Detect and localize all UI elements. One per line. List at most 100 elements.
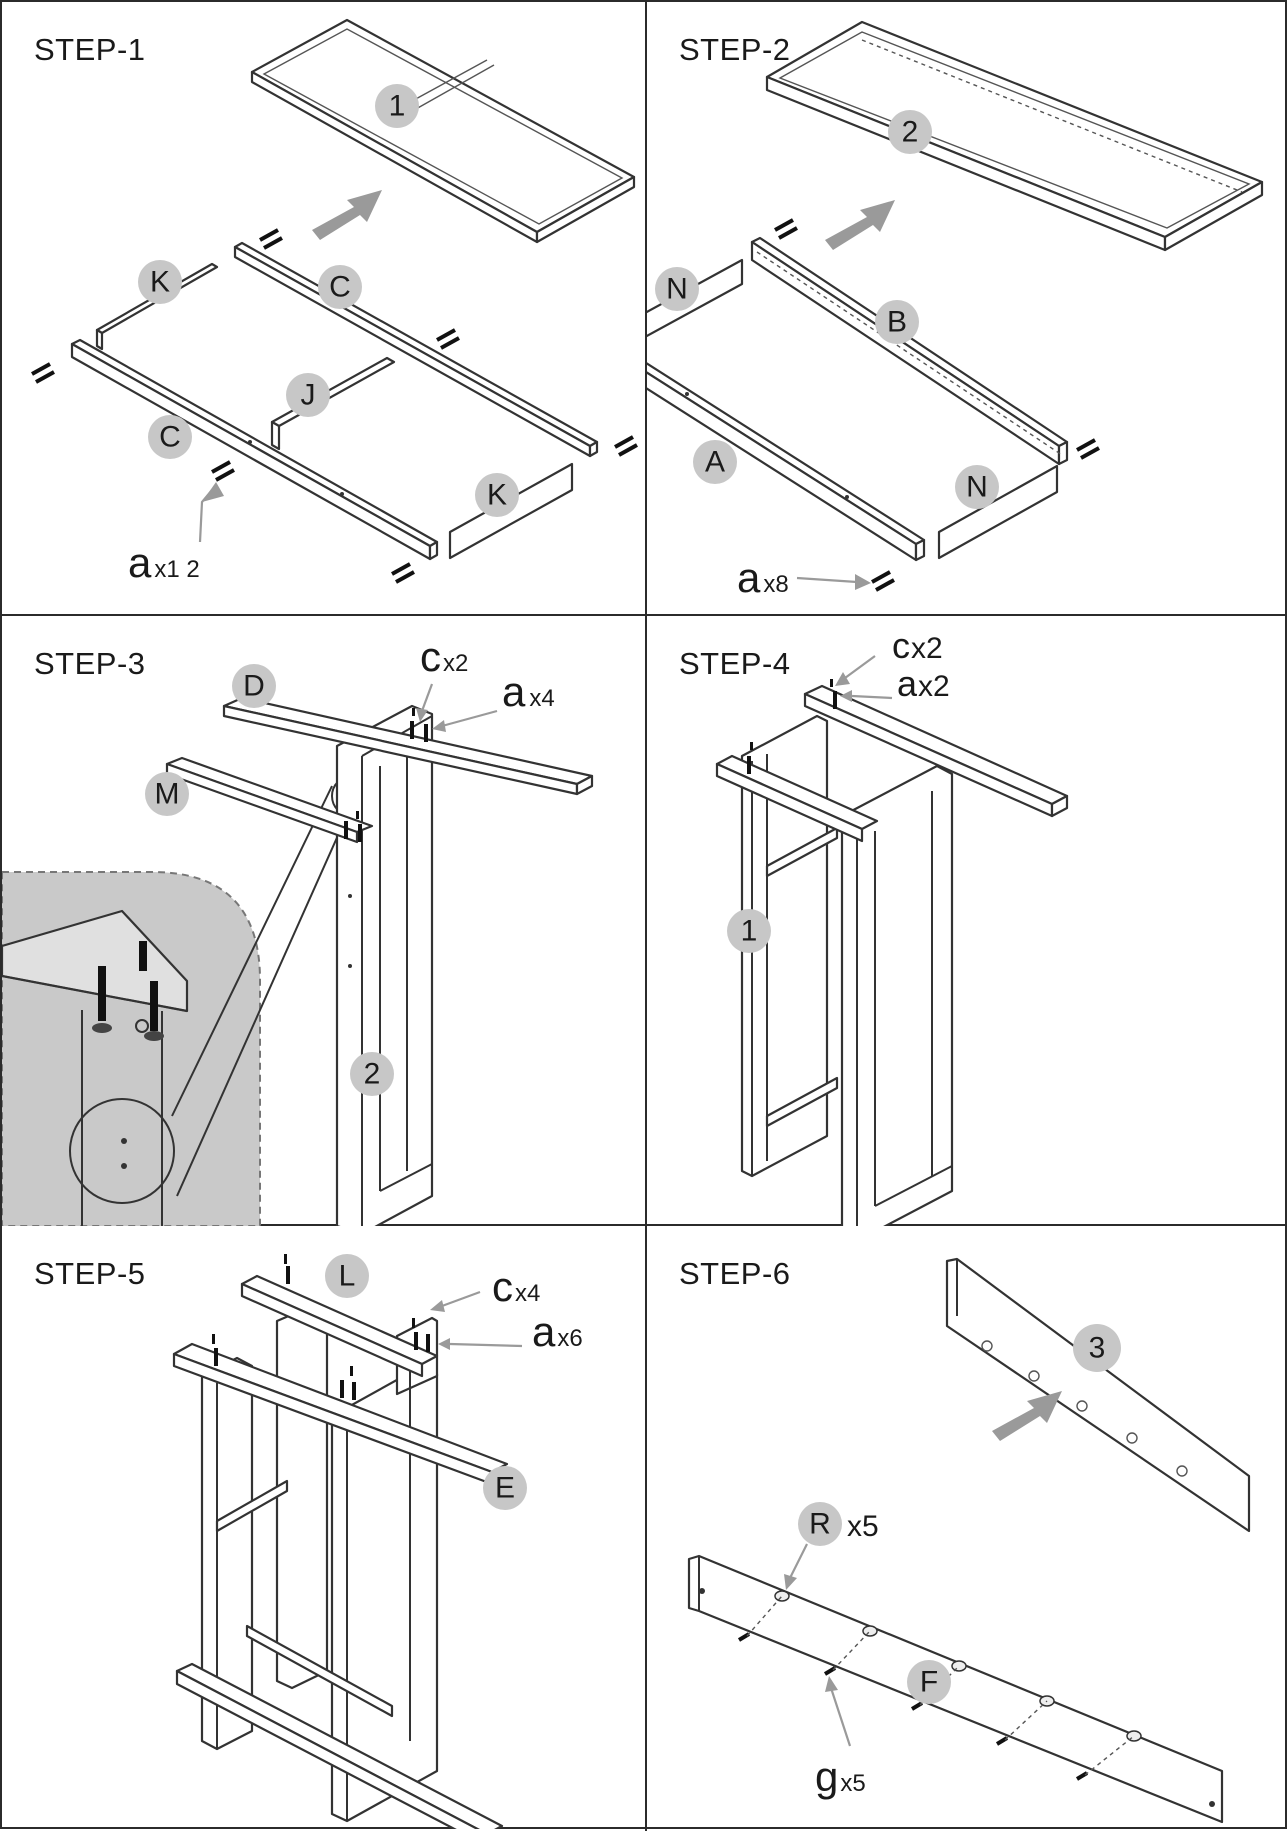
assembly-arrow-icon (992, 1391, 1062, 1441)
rail-l (240, 1274, 439, 1378)
assembly-arrow-icon (825, 200, 895, 250)
leader-arrow-icon (202, 482, 224, 502)
m-label: M (155, 778, 180, 811)
rail-e (172, 1342, 509, 1486)
l-label: L (339, 1260, 356, 1293)
part-1-label: 1 (741, 915, 758, 948)
f-label-ball (907, 1660, 951, 1704)
a-label-ball (693, 440, 737, 484)
b-label: B (887, 306, 907, 339)
step-1-panel: STEP-1 1 (2, 2, 645, 612)
frame-2-upright (840, 764, 954, 1226)
leader-arrow-icon (784, 1574, 797, 1590)
step-6-panel: STEP-6 3 (647, 1226, 1287, 1829)
dowel-pair-icon (774, 218, 1100, 592)
rail-d (222, 696, 594, 796)
f-label: F (920, 1666, 938, 1699)
step-6-title: STEP-6 (679, 1256, 791, 1291)
step-4-title: STEP-4 (679, 646, 791, 681)
step-2-illustration: 2 N B A (647, 20, 1264, 601)
frame-2-drawing (765, 20, 1264, 252)
step-6-illustration: 3 (687, 1257, 1251, 1824)
step-5-illustration: L E cx4 ax6 (172, 1254, 583, 1829)
divider-horizontal-1 (2, 614, 1287, 616)
c1-label: C (329, 271, 351, 304)
rail-top-front (715, 754, 879, 843)
n2-label: N (966, 471, 988, 504)
b-label-ball (875, 300, 919, 344)
c2-label: C (159, 421, 181, 454)
e-label: E (495, 1472, 515, 1505)
step-4-fastener-c: cx2 (892, 625, 943, 666)
rail-n-right (937, 464, 1059, 560)
leader-arrow-icon-2 (840, 690, 852, 702)
part-3-label: 3 (1089, 1332, 1106, 1365)
part-1-label-ball (375, 84, 419, 128)
part-1-label: 1 (389, 90, 406, 123)
bolt-icon (344, 708, 428, 842)
k1-label-ball (138, 260, 182, 304)
r-label-ball (798, 1502, 842, 1546)
rail-c-front (70, 338, 439, 561)
k2-label: K (487, 479, 507, 512)
n1-label-ball (655, 267, 699, 311)
leader-arrow-icon (835, 672, 850, 686)
part-2-label: 2 (364, 1058, 381, 1091)
divider-vertical (645, 2, 647, 1831)
d-label-ball (232, 664, 276, 708)
frame-2-upright (335, 704, 434, 1226)
m-label-ball (145, 772, 189, 816)
part-3-label-ball (1073, 1324, 1121, 1372)
zoom-leader-line-2 (176, 803, 353, 1197)
step-4-fastener-a: ax2 (897, 663, 950, 704)
step-1-title: STEP-1 (34, 32, 146, 67)
step-2-panel: STEP-2 2 (647, 2, 1287, 612)
j-label-ball (286, 373, 330, 417)
a-label: A (705, 446, 725, 479)
cabinet-frame (175, 1304, 504, 1829)
step-4-illustration: 1 cx2 ax2 (715, 625, 1069, 1226)
d-label: D (243, 670, 265, 703)
leader-arrow-icon-2 (825, 1676, 838, 1692)
step-3-panel: STEP-3 (2, 616, 645, 1226)
n2-label-ball (955, 465, 999, 509)
j-label: J (301, 379, 316, 412)
step-5-title: STEP-5 (34, 1256, 146, 1291)
step-5-fastener-c: cx4 (492, 1263, 540, 1310)
rail-m (165, 756, 374, 844)
r-quantity: x5 (847, 1510, 879, 1543)
c2-label-ball (148, 415, 192, 459)
step-2-title: STEP-2 (679, 32, 791, 67)
leader-arrow-icon (430, 1300, 445, 1312)
leader-arrow-icon-2 (432, 720, 446, 732)
part-1-label-ball (727, 909, 771, 953)
part-2-label-ball (350, 1052, 394, 1096)
l-label-ball (325, 1254, 369, 1298)
rail-a (647, 362, 926, 562)
leader-arrow-icon-2 (438, 1338, 450, 1350)
part-2-label-ball (888, 110, 932, 154)
bolt-icon (747, 679, 837, 774)
c1-label-ball (318, 265, 362, 309)
rail-c-back (233, 241, 599, 458)
divider-horizontal-2 (2, 1224, 1287, 1226)
frame-1-drawing (250, 18, 636, 244)
n1-label: N (666, 273, 688, 306)
step-4-panel: STEP-4 (647, 616, 1287, 1226)
e-label-ball (483, 1466, 527, 1510)
part-2-label: 2 (902, 116, 919, 149)
rail-top-back (803, 684, 1069, 818)
step-5-fastener-a: ax6 (532, 1308, 583, 1355)
assembly-arrow-icon (312, 190, 382, 240)
step-1-illustration: 1 (31, 18, 638, 586)
bolt-icon (212, 1254, 430, 1400)
step-5-panel: STEP-5 (2, 1226, 645, 1829)
dowel-pair-icon (31, 228, 638, 584)
leader-arrow-icon (855, 574, 871, 590)
step-6-fastener-g: gx5 (815, 1753, 866, 1800)
